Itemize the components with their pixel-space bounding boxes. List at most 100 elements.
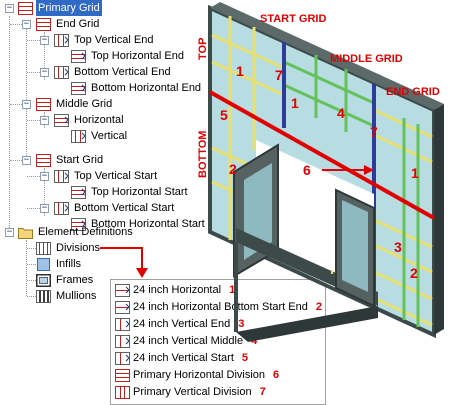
middle-grid-label: MIDDLE GRID (330, 53, 403, 65)
horizontal-division-icon (54, 113, 69, 127)
top-label: TOP (197, 38, 209, 60)
mullion-horizontal (211, 33, 285, 70)
callout-marker: 2 (410, 265, 418, 281)
collapse-icon[interactable]: − (22, 99, 31, 109)
collapse-icon[interactable]: − (22, 155, 31, 165)
collapse-icon[interactable]: − (40, 35, 49, 45)
vertical-division-icon (115, 334, 130, 348)
list-item-label: 24 inch Vertical End (133, 318, 231, 330)
tree-item-primary-grid[interactable]: − Primary Grid (4, 0, 102, 16)
tree-item-label: Frames (56, 274, 94, 286)
list-item-label: Primary Horizontal Division (133, 369, 266, 381)
tree-item-label: Divisions (56, 242, 101, 254)
infills-icon (37, 257, 50, 271)
list-item[interactable]: 24 inch Horizontal Bottom Start End 2 (115, 299, 322, 315)
tree-connector (10, 24, 22, 25)
horizontal-division-icon (115, 283, 130, 297)
callout-number: 3 (238, 318, 245, 330)
tree-connector (27, 248, 36, 249)
tree-item-divisions[interactable]: Divisions (36, 240, 102, 256)
vertical-division-icon (115, 351, 130, 365)
tree-item-bottom-horizontal-end[interactable]: Bottom Horizontal End (58, 80, 203, 96)
horizontal-division-icon (115, 300, 130, 314)
list-item[interactable]: 24 inch Vertical End 3 (115, 316, 244, 332)
collapse-icon[interactable]: − (40, 203, 49, 213)
collapse-icon[interactable]: − (40, 115, 49, 125)
tree-item-label: Top Vertical Start (74, 170, 158, 182)
tree-item-label: Top Vertical End (74, 34, 154, 46)
collapse-icon[interactable]: − (5, 3, 14, 13)
grid-tree: − Primary Grid − End Grid − Top Vertical… (0, 0, 215, 404)
tree-item-top-vertical-end[interactable]: − Top Vertical End (40, 32, 156, 48)
tree-item-label: Start Grid (56, 154, 104, 166)
list-item-label: Primary Vertical Division (133, 386, 252, 398)
vertical-division-icon (54, 169, 69, 183)
tree-item-label: Horizontal (74, 114, 124, 126)
tree-item-label: Element Definitions (38, 226, 133, 238)
wall-top-edge (210, 2, 444, 110)
callout-number: 1 (229, 284, 236, 296)
tree-item-label: Bottom Horizontal End (91, 82, 202, 94)
list-item[interactable]: 24 inch Vertical Middle 4 (115, 333, 257, 349)
mullion-horizontal (283, 83, 375, 128)
divisions-icon (115, 385, 130, 399)
grid-icon (36, 153, 51, 167)
curtain-wall-illustration: START GRID MIDDLE GRID END GRID TOP BOTT… (197, 2, 444, 342)
grid-icon (115, 368, 130, 382)
callout-number: 5 (241, 352, 249, 364)
tree-item-label: Top Horizontal Start (91, 186, 188, 198)
frames-icon (36, 273, 51, 287)
tree-item-bottom-horizontal-start[interactable]: Bottom Horizontal Start (58, 216, 207, 232)
grid-icon (36, 97, 51, 111)
list-item-label: 24 inch Vertical Middle (133, 335, 244, 347)
wall-side-edge (434, 104, 444, 335)
tree-item-middle-grid[interactable]: − Middle Grid (22, 96, 114, 112)
tree-item-label: Middle Grid (56, 98, 113, 110)
callout-arrow (100, 247, 148, 278)
collapse-icon[interactable]: − (5, 227, 14, 237)
vertical-division-icon (115, 317, 130, 331)
tree-item-bottom-vertical-start[interactable]: − Bottom Vertical Start (40, 200, 176, 216)
tree-item-mullions[interactable]: Mullions (36, 288, 98, 304)
horizontal-division-icon (71, 49, 86, 63)
tree-item-top-horizontal-start[interactable]: Top Horizontal Start (58, 184, 190, 200)
callout-marker: 4 (337, 105, 345, 121)
tree-item-label: End Grid (56, 18, 100, 30)
end-grid-label: END GRID (386, 86, 440, 98)
tree-item-label: Infills (56, 258, 82, 270)
tree-item-top-vertical-start[interactable]: − Top Vertical Start (40, 168, 159, 184)
tree-item-frames[interactable]: Frames (36, 272, 95, 288)
horizontal-division-icon (71, 185, 86, 199)
callout-number: 4 (251, 335, 258, 347)
tree-item-top-horizontal-end[interactable]: Top Horizontal End (58, 48, 186, 64)
tree-item-label: Top Horizontal End (91, 50, 184, 62)
collapse-icon[interactable]: − (40, 67, 49, 77)
tree-connector (27, 296, 36, 297)
list-item[interactable]: Primary Vertical Division 7 (115, 384, 266, 400)
vertical-division-icon (54, 33, 69, 47)
list-item[interactable]: Primary Horizontal Division 6 (115, 367, 279, 383)
tree-item-element-definitions[interactable]: − Element Definitions (4, 224, 135, 240)
tree-connector (27, 72, 40, 73)
callout-marker: 7 (275, 67, 283, 83)
tree-item-start-grid[interactable]: − Start Grid (22, 152, 105, 168)
tree-connector (10, 104, 22, 105)
tree-connector (9, 16, 10, 232)
tree-item-bottom-vertical-end[interactable]: − Bottom Vertical End (40, 64, 173, 80)
tree-item-end-grid[interactable]: − End Grid (22, 16, 101, 32)
tree-item-label: Bottom Vertical Start (74, 202, 175, 214)
collapse-icon[interactable]: − (40, 171, 49, 181)
tree-item-horizontal[interactable]: − Horizontal (40, 112, 126, 128)
collapse-icon[interactable]: − (22, 19, 31, 29)
callout-number: 6 (273, 369, 280, 381)
list-item[interactable]: 24 inch Vertical Start 5 (115, 350, 248, 366)
door-glass (342, 200, 368, 292)
tree-connector (26, 24, 27, 160)
list-item[interactable]: 24 inch Horizontal 1 (115, 282, 235, 298)
grid-icon (36, 17, 51, 31)
tree-item-label: Primary Grid (36, 0, 102, 16)
tree-item-label: Mullions (56, 290, 97, 302)
tree-item-infills[interactable]: Infills (36, 256, 83, 272)
callout-marker: 1 (411, 165, 419, 181)
tree-item-vertical[interactable]: Vertical (58, 128, 129, 144)
